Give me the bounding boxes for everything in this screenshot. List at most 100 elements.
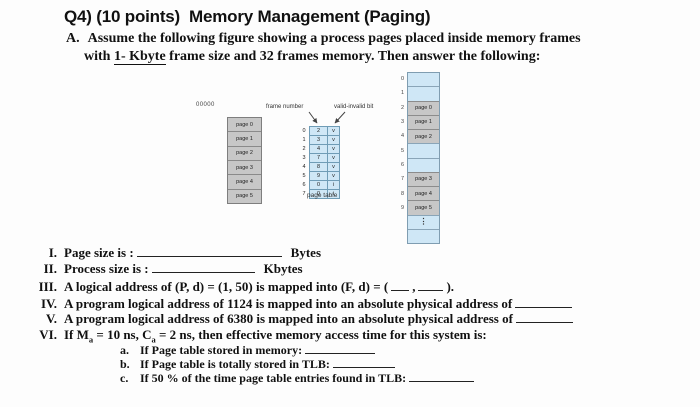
page-table-frame: 0 [309, 180, 328, 190]
page-table-bit: v [327, 144, 340, 154]
page-table-index: 5 [302, 173, 306, 179]
memory-frame [408, 157, 439, 172]
frame-number-label: frame number [266, 104, 304, 110]
frame-index [393, 215, 404, 229]
question-numeral: IV. [40, 296, 57, 311]
page-table-index: 2 [302, 146, 306, 152]
memory-frame [408, 143, 439, 158]
question-title: Q4) (10 points) Memory Management (Paging… [64, 7, 431, 27]
question-unit: Kbytes [263, 261, 303, 276]
question-numeral: VI. [39, 327, 57, 342]
page-table-index: 6 [302, 182, 306, 188]
memory-frame: page 5 [408, 200, 439, 215]
question-row-3: III.A logical address of (P, d) = (1, 50… [0, 279, 454, 295]
intro-underlined-term: 1- Kbyte [113, 49, 166, 65]
memory-frame [408, 228, 439, 243]
memory-frame: page 2 [408, 129, 439, 144]
page-table-frame: 9 [309, 171, 328, 181]
intro-line-2: with 1- Kbyte frame size and 32 frames m… [84, 49, 540, 65]
process-page-cell: page 2 [228, 145, 261, 160]
question-row-6: VI.If Ma = 10 ns, Ca = 2 ns, then effect… [0, 327, 487, 345]
frame-index: 5 [400, 147, 404, 154]
sub-question-label: b. [120, 357, 130, 371]
answer-blank [391, 279, 410, 291]
answer-blank [151, 261, 255, 273]
question-numeral: III. [38, 279, 57, 294]
question-unit: Bytes [290, 245, 322, 260]
memory-frame [408, 73, 439, 87]
label-arrows [308, 111, 346, 124]
question-row-2: II. Process size is : Kbytes [0, 261, 303, 277]
question-row-5: V.A program logical address of 6380 is m… [0, 311, 576, 327]
process-pages-column: page 0 page 1 page 2 page 3 page 4 page … [227, 117, 262, 204]
sub-question-label: a. [120, 343, 129, 357]
answer-blank [515, 311, 573, 323]
page-table-bit: v [327, 126, 340, 136]
frame-index: 3 [400, 119, 404, 126]
process-page-cell: page 0 [228, 118, 261, 132]
question-numeral: I. [48, 245, 57, 260]
memory-frame: page 0 [408, 100, 439, 115]
memory-frame: page 1 [408, 114, 439, 129]
question-numeral: V. [46, 311, 57, 326]
memory-frame: page 4 [408, 186, 439, 201]
answer-blank [409, 370, 475, 382]
page-table-index: 4 [302, 164, 306, 170]
sub-question-c: c. If 50 % of the time page table entries… [120, 370, 477, 386]
page-table-bit: v [327, 171, 340, 181]
sub-question-label: c. [120, 371, 129, 385]
page-table-bit: v [327, 162, 340, 172]
answer-blank [418, 279, 444, 291]
intro-text-2-pre: with [84, 49, 114, 64]
intro-line-1: A.Assume the following figure showing a … [66, 31, 581, 47]
question-text: = 2 ns, then effective memory access tim… [155, 327, 487, 342]
page-table-frame: 8 [309, 162, 328, 172]
question-number: Q4) (10 points) [64, 7, 181, 26]
question-topic: Memory Management (Paging) [189, 7, 431, 26]
valid-bit-arrow [334, 111, 346, 124]
page-table-index: 1 [302, 137, 306, 143]
sub-question-text: If 50 % of the time page table entries f… [140, 371, 407, 385]
frame-index: 9 [400, 205, 404, 212]
page-table-bit: i [327, 180, 340, 190]
question-text: A program logical address of 1124 is map… [64, 296, 513, 311]
frame-index: 8 [400, 190, 404, 197]
page-table-frame: 7 [309, 153, 328, 163]
sub-question-b: b. If Page table is totally stored in TLB… [120, 356, 398, 372]
process-page-cell: page 3 [228, 159, 261, 175]
question-text: , [412, 279, 416, 294]
frame-index [393, 230, 404, 244]
memory-frame-indices: 0 1 2 3 4 5 6 7 8 9 [393, 72, 404, 244]
frame-index: 0 [400, 76, 404, 83]
answer-blank [515, 296, 573, 308]
frame-index: 1 [400, 90, 404, 97]
intro-text-2-post: frame size and 32 frames memory. Then an… [165, 49, 541, 64]
answer-blank [305, 342, 376, 354]
question-text: If M [64, 327, 89, 342]
question-numeral: II. [43, 261, 57, 276]
page-table-frame: 4 [309, 144, 328, 154]
valid-invalid-bit-label: valid-invalid bit [334, 104, 374, 110]
question-text: Page size is : [64, 245, 134, 260]
question-text: Process size is : [64, 261, 149, 276]
process-page-cell: page 1 [228, 131, 261, 146]
frame-index: 4 [400, 133, 404, 140]
process-page-cell: page 4 [228, 174, 261, 189]
sub-question-text: If Page table stored in memory: [140, 343, 303, 357]
page-table-index: 0 [302, 128, 306, 134]
section-label: A. [66, 31, 80, 46]
sub-question-a: a. If Page table stored in memory: [120, 342, 378, 358]
page-table-bit: i [327, 189, 340, 199]
memory-frame: page 3 [408, 171, 439, 186]
page-table-caption: page table [307, 192, 338, 199]
page-table-bit: v [327, 153, 340, 163]
sub-question-text: If Page table is totally stored in TLB: [140, 357, 330, 371]
question-row-1: I. Page size is : Bytes [0, 245, 321, 261]
